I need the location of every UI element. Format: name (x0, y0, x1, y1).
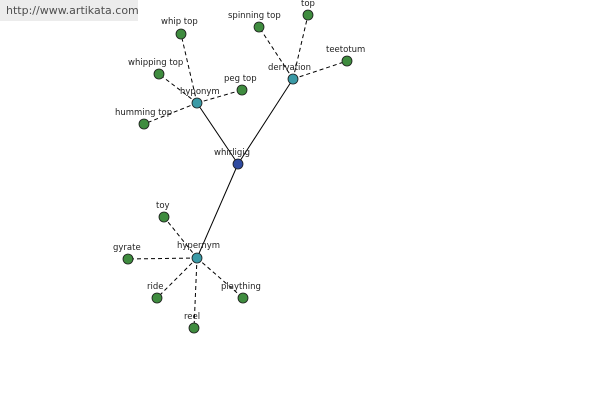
edge-hypernym-ride (156, 257, 198, 299)
node-whipping-top[interactable]: whipping top (128, 58, 183, 80)
relation-node-label: hyponym (180, 87, 220, 97)
edge-derivation-top (292, 14, 309, 80)
term-node-circle[interactable] (253, 21, 265, 33)
relation-node-circle[interactable] (287, 73, 299, 85)
center-node-circle[interactable] (232, 158, 244, 170)
relation-node-circle[interactable] (191, 97, 203, 109)
node-hyponym[interactable]: hyponym (180, 87, 220, 109)
node-whirligig[interactable]: whirligig (214, 148, 250, 170)
node-humming-top[interactable]: humming top (115, 108, 172, 130)
term-node-label: toy (156, 201, 170, 211)
relation-node-label: hypernym (177, 241, 220, 251)
term-node-circle[interactable] (188, 322, 200, 334)
edge-hyponym-peg-top (196, 89, 243, 104)
term-node-circle[interactable] (175, 28, 187, 40)
watermark-bar: http://www.artikata.com (0, 0, 139, 21)
edge-whirligig-derivation (237, 78, 294, 165)
term-node-circle[interactable] (236, 84, 248, 96)
edge-whirligig-hyponym (196, 102, 239, 165)
node-peg-top[interactable]: peg top (224, 74, 257, 96)
term-node-label: reel (184, 312, 200, 322)
node-derivation[interactable]: derivation (268, 63, 311, 85)
node-ride[interactable]: ride (147, 282, 163, 304)
term-node-label: ride (147, 282, 163, 292)
term-node-circle[interactable] (122, 253, 134, 265)
relation-node-label: derivation (268, 63, 311, 73)
node-spinning-top[interactable]: spinning top (228, 11, 281, 33)
edge-hypernym-toy (163, 216, 198, 259)
term-node-label: teetotum (326, 45, 365, 55)
term-node-label: top (301, 0, 315, 9)
term-node-label: spinning top (228, 11, 281, 21)
term-node-circle[interactable] (341, 55, 353, 67)
term-node-circle[interactable] (151, 292, 163, 304)
graph-nodes: whirligig hyponym whip top whipping top peg … (113, 0, 365, 334)
term-node-circle[interactable] (138, 118, 150, 130)
term-node-label: peg top (224, 74, 257, 84)
edge-derivation-spinning-top (258, 26, 294, 80)
edge-hyponym-whipping-top (158, 73, 198, 104)
node-teetotum[interactable]: teetotum (326, 45, 365, 67)
edge-hypernym-gyrate (127, 257, 198, 260)
node-hypernym[interactable]: hypernym (177, 241, 220, 264)
graph-edges (127, 14, 348, 329)
watermark-url: http://www.artikata.com (6, 4, 139, 17)
node-reel[interactable]: reel (184, 312, 200, 334)
term-node-label: gyrate (113, 243, 141, 253)
node-toy[interactable]: toy (156, 201, 170, 223)
edge-hypernym-reel (193, 257, 198, 329)
node-whip-top[interactable]: whip top (161, 17, 198, 40)
node-top[interactable]: top (301, 0, 315, 21)
term-node-label: plaything (221, 282, 261, 292)
term-node-circle[interactable] (153, 68, 165, 80)
node-plaything[interactable]: plaything (221, 282, 261, 304)
term-node-circle[interactable] (237, 292, 249, 304)
edge-hyponym-humming-top (143, 102, 198, 125)
term-node-label: whip top (161, 17, 198, 27)
term-node-circle[interactable] (158, 211, 170, 223)
term-node-label: whipping top (128, 58, 183, 68)
term-node-circle[interactable] (302, 9, 314, 21)
edge-derivation-teetotum (292, 60, 348, 80)
edge-hyponym-whip-top (180, 33, 198, 104)
relation-node-circle[interactable] (191, 252, 203, 264)
node-gyrate[interactable]: gyrate (113, 243, 141, 265)
edge-hypernym-plaything (196, 257, 244, 299)
center-node-label: whirligig (214, 148, 250, 158)
edge-whirligig-hypernym (196, 163, 239, 259)
term-node-label: humming top (115, 108, 172, 118)
